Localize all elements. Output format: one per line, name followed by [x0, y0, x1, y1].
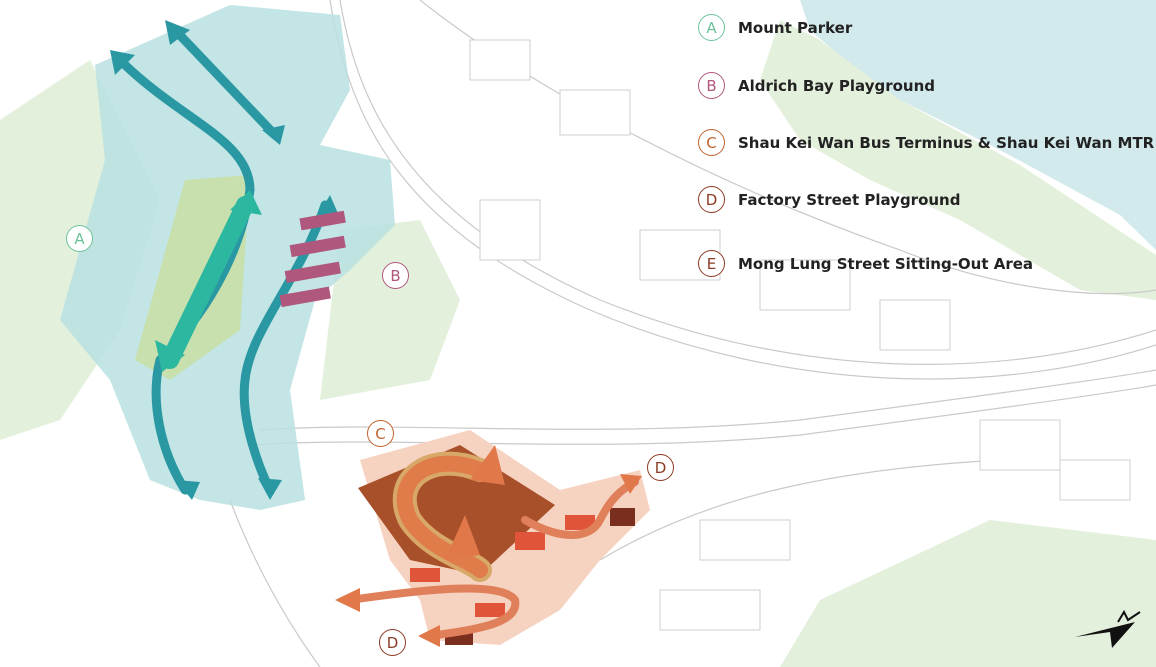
legend-item-c: C Shau Kei Wan Bus Terminus & Shau Kei W… [698, 129, 1154, 156]
legend-label: Aldrich Bay Playground [738, 76, 936, 95]
park-south [780, 520, 1156, 667]
teal-arrows [115, 25, 330, 495]
playground-blocks [279, 210, 346, 308]
road [329, 0, 1156, 380]
legend-item-a: A Mount Parker [698, 14, 852, 41]
water-area [800, 0, 1156, 250]
map-label-d-south: D [379, 629, 406, 656]
legend-badge: A [698, 14, 725, 41]
legend-badge: E [698, 250, 725, 277]
legend-label: Mong Lung Street Sitting-Out Area [738, 254, 1034, 273]
road [599, 459, 1001, 561]
legend-label: Shau Kei Wan Bus Terminus & Shau Kei Wan… [738, 133, 1155, 152]
road [229, 499, 321, 667]
road [339, 0, 1156, 366]
orange-arrows [346, 451, 639, 640]
legend-item-d: D Factory Street Playground [698, 186, 960, 213]
map-label-b: B [382, 262, 409, 289]
buildings [469, 39, 1131, 631]
legend-badge: B [698, 72, 725, 99]
orange-arrowheads [335, 445, 642, 647]
legend-badge: C [698, 129, 725, 156]
legend-label: Mount Parker [738, 18, 853, 37]
north-arrow-icon [1075, 609, 1141, 648]
map-label-a: A [66, 225, 93, 252]
map-label-d-east: D [647, 454, 674, 481]
map-label-c: C [367, 420, 394, 447]
park-shoreline [760, 20, 1156, 300]
legend-item-b: B Aldrich Bay Playground [698, 72, 935, 99]
legend-label: Factory Street Playground [738, 190, 961, 209]
legend-badge: D [698, 186, 725, 213]
legend-item-e: E Mong Lung Street Sitting-Out Area [698, 250, 1033, 277]
green-strip [135, 175, 250, 380]
arrowheads [110, 20, 340, 500]
